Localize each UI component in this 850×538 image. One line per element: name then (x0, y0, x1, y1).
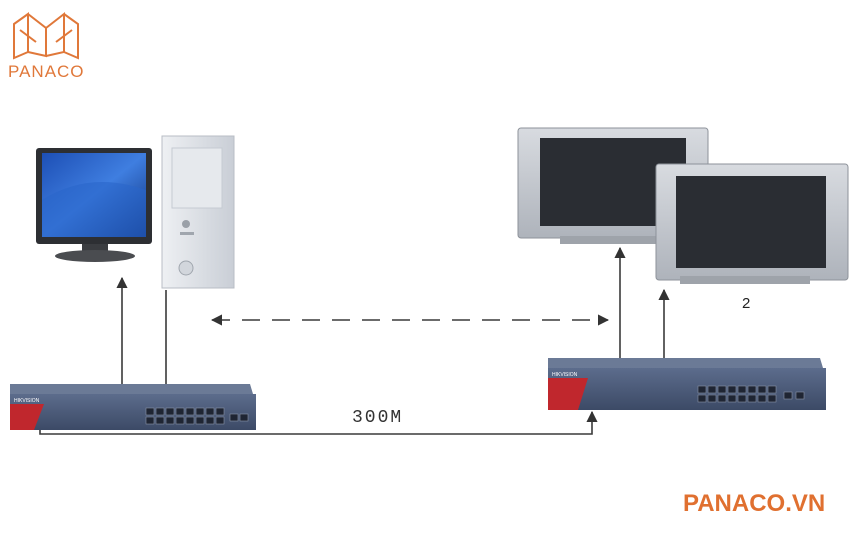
switch-ports-left (145, 407, 249, 425)
display-label-number: 2 (742, 295, 751, 312)
uplink-line-between-switches (39, 410, 598, 435)
open-book-icon (13, 11, 79, 60)
network-switch-right: HIKVISION (548, 358, 826, 410)
switch-brand-left: HIKVISION (14, 398, 40, 404)
network-switch-left: HIKVISION (10, 384, 256, 430)
pc-monitor-icon (36, 148, 152, 262)
site-url-text: PANACO.VN (683, 490, 826, 517)
link-speed-label: 300M (352, 408, 404, 428)
pc-tower-icon (161, 135, 235, 289)
switch-brand-right: HIKVISION (552, 372, 578, 378)
logo-text: PANACO (8, 62, 85, 81)
switch-ports-right (697, 385, 805, 403)
connections (39, 246, 670, 435)
display-monitor-2 (655, 163, 849, 284)
